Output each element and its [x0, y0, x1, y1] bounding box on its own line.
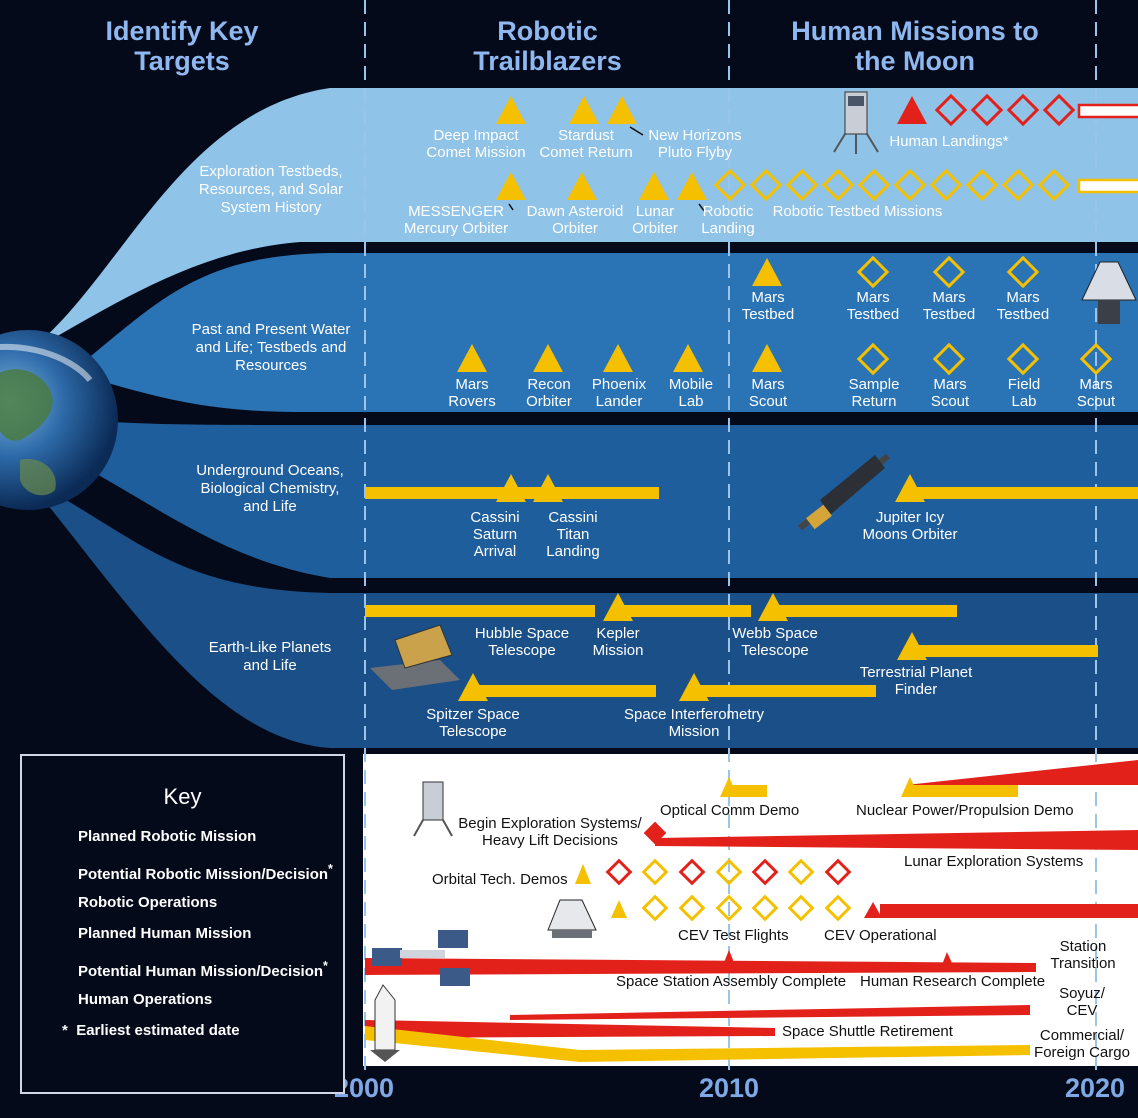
label-mars-rovers: Mars Rovers	[448, 376, 496, 410]
band-label-4: Earth-Like Planets and Life	[208, 639, 332, 674]
label-begin-exploration: Begin Exploration Systems/ Heavy Lift De…	[458, 815, 642, 849]
label-hubble: Hubble Space Telescope	[474, 625, 570, 659]
band1-markers	[496, 91, 1138, 213]
legend-earliest-label: Earliest estimated date	[76, 1022, 240, 1039]
label-mars-testbed-2: Mars Testbed	[846, 289, 900, 323]
band2-markers	[457, 255, 1137, 376]
label-sim: Space Interferometry Mission	[623, 706, 765, 740]
band4-markers	[365, 593, 1098, 701]
legend-asterisk-1: *	[328, 862, 333, 876]
legend-potential-human-label: Potential Human Mission/Decision	[78, 963, 324, 980]
band-label-3: Underground Oceans, Biological Chemistry…	[196, 462, 344, 515]
label-orbital-tech: Orbital Tech. Demos	[432, 871, 568, 888]
label-jupiter: Jupiter Icy Moons Orbiter	[862, 509, 958, 543]
year-2010: 2010	[699, 1073, 760, 1103]
band2	[365, 253, 1138, 412]
label-shuttle-retirement: Space Shuttle Retirement	[782, 1023, 953, 1040]
label-lunar-exploration: Lunar Exploration Systems	[904, 853, 1084, 870]
label-mars-scout-3: Mars Scout	[1076, 376, 1116, 410]
year-2020: 2020	[1065, 1073, 1126, 1103]
label-mars-testbed-3: Mars Testbed	[922, 289, 976, 323]
shuttle-illustration	[370, 984, 400, 1062]
band4-fan	[40, 485, 365, 748]
legend-potential-human: Potential Human Mission/Decision*	[78, 959, 328, 980]
label-station-transition: Station Transition	[1050, 938, 1116, 972]
label-messenger: MESSENGER Mercury Orbiter	[403, 203, 509, 237]
label-cassini-saturn: Cassini Saturn Arrival	[470, 509, 520, 560]
band2-fan	[80, 253, 365, 412]
label-mars-testbed-1: Mars Testbed	[741, 289, 795, 323]
label-mars-testbed-4: Mars Testbed	[996, 289, 1050, 323]
label-robotic-testbed: Robotic Testbed Missions	[772, 203, 943, 220]
jimo-illustration	[798, 453, 890, 531]
label-human-landings: Human Landings*	[889, 133, 1009, 150]
header-human-missions: Human Missions to the Moon	[791, 16, 1039, 76]
legend-potential-robotic: Potential Robotic Mission/Decision*	[78, 862, 333, 883]
label-cassini-titan: Cassini Titan Landing	[546, 509, 600, 560]
label-kepler: Kepler Mission	[592, 625, 644, 659]
label-mars-scout-2: Mars Scout	[930, 376, 970, 410]
capsule-illustration	[1081, 261, 1137, 324]
label-lunar-orbiter: Lunar Orbiter	[632, 203, 678, 237]
label-spitzer: Spitzer Space Telescope	[426, 706, 520, 740]
header-robotic-trailblazers: Robotic Trailblazers	[473, 16, 622, 76]
band4	[365, 593, 1138, 748]
legend-title: Key	[163, 784, 202, 809]
label-new-horizons: New Horizons Pluto Flyby	[648, 127, 742, 161]
legend-asterisk-2: *	[323, 959, 328, 973]
lander-illustration-2	[413, 781, 453, 837]
label-ss-assembly: Space Station Assembly Complete	[616, 973, 847, 990]
label-optical-comm: Optical Comm Demo	[660, 802, 800, 819]
label-robotic-landing: Robotic Landing	[701, 203, 755, 237]
webb-illustration	[370, 624, 460, 690]
label-human-research: Human Research Complete	[860, 973, 1046, 990]
label-phoenix: Phoenix Lander	[591, 376, 647, 410]
band3-fan	[70, 420, 365, 578]
band3	[365, 425, 1138, 578]
lander-illustration-1	[833, 91, 879, 154]
legend-human-ops: Human Operations	[78, 991, 213, 1008]
legend-earliest-date: * Earliest estimated date	[62, 1022, 240, 1039]
label-deep-impact: Deep Impact Comet Mission	[426, 127, 526, 161]
label-nuclear: Nuclear Power/Propulsion Demo	[856, 802, 1074, 819]
lower-markers	[365, 760, 1138, 1062]
label-commercial: Commercial/ Foreign Cargo	[1034, 1027, 1130, 1061]
band3-markers	[365, 453, 1138, 531]
legend-planned-human: Planned Human Mission	[78, 925, 252, 942]
label-tpf: Terrestrial Planet Finder	[859, 664, 973, 698]
band-label-1: Exploration Testbeds, Resources, and Sol…	[198, 163, 344, 216]
label-mars-scout-1: Mars Scout	[748, 376, 788, 410]
label-cev-operational: CEV Operational	[824, 927, 937, 944]
legend: Key Planned Robotic Mission Potential Ro…	[20, 754, 345, 1094]
band1	[365, 88, 1138, 242]
legend-robotic-ops: Robotic Operations	[78, 894, 218, 911]
legend-asterisk-3: *	[62, 1022, 68, 1039]
label-sample-return: Sample Return	[848, 376, 900, 410]
label-recon-orbiter: Recon Orbiter	[526, 376, 572, 410]
cev-illustration	[547, 899, 597, 938]
band1-fan	[30, 88, 365, 352]
label-cev-test: CEV Test Flights	[678, 927, 789, 944]
legend-potential-robotic-label: Potential Robotic Mission/Decision	[78, 866, 329, 883]
band-label-2: Past and Present Water and Life; Testbed…	[191, 321, 351, 374]
header-identify-targets: Identify Key Targets	[105, 16, 259, 76]
label-stardust: Stardust Comet Return	[539, 127, 633, 161]
station-illustration	[372, 930, 470, 986]
label-webb: Webb Space Telescope	[732, 625, 818, 659]
label-mobile-lab: Mobile Lab	[668, 376, 714, 410]
label-soyuz: Soyuz/ CEV	[1059, 985, 1105, 1019]
legend-planned-robotic: Planned Robotic Mission	[78, 828, 257, 845]
label-dawn: Dawn Asteroid Orbiter	[526, 203, 624, 237]
label-field-lab: Field Lab	[1007, 376, 1041, 410]
